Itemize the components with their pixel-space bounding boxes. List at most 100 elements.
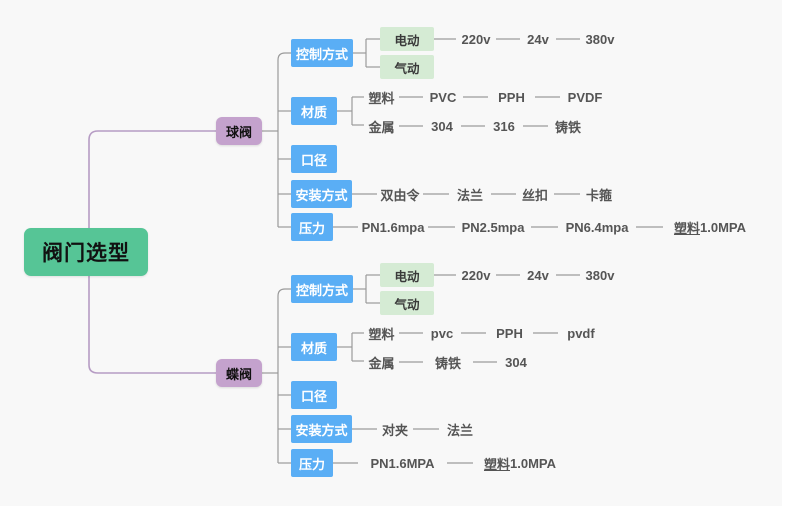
leaf-butterfly-pressure-1-label: PN1.6MPA — [370, 455, 435, 471]
group-ball-plastic[interactable]: 塑料 — [364, 88, 399, 106]
leaf-ball-pvc-label: PVC — [429, 89, 457, 105]
leaf-butterfly-24v[interactable]: 24v — [520, 266, 556, 284]
category-butterfly-control[interactable]: 控制方式 — [291, 275, 353, 303]
group-butterfly-metal-label: 金属 — [368, 355, 395, 371]
branch-node-ball-valve-label: 球阀 — [226, 124, 253, 140]
category-butterfly-material[interactable]: 材质 — [291, 333, 337, 361]
leaf-butterfly-pvdf[interactable]: pvdf — [558, 324, 604, 342]
leaf-ball-cast-iron[interactable]: 铸铁 — [548, 117, 588, 135]
leaf-butterfly-pressure-2-prefix: 塑料 — [483, 456, 510, 472]
leaf-butterfly-pressure-1[interactable]: PN1.6MPA — [358, 454, 447, 472]
leaf-ball-304[interactable]: 304 — [423, 117, 461, 135]
root-node-label: 阀门选型 — [42, 242, 130, 265]
leaf-ball-pressure-2[interactable]: PN2.5mpa — [455, 218, 531, 236]
leaf-butterfly-304-label: 304 — [505, 354, 527, 370]
leaf-ball-304-label: 304 — [431, 118, 453, 134]
leaf-ball-pressure-4-suffix: 1.0MPA — [700, 219, 746, 235]
category-butterfly-diameter[interactable]: 口径 — [291, 381, 337, 409]
leaf-ball-220v-label: 220v — [461, 31, 491, 47]
group-ball-metal-label: 金属 — [368, 119, 395, 135]
leaf-butterfly-pvc[interactable]: pvc — [423, 324, 461, 342]
leaf-butterfly-install-2-label: 法兰 — [446, 422, 473, 438]
chip-ball-electric-label: 电动 — [394, 33, 420, 48]
leaf-butterfly-pvc-label: pvc — [430, 325, 454, 341]
leaf-butterfly-304[interactable]: 304 — [497, 353, 535, 371]
leaf-butterfly-cast-iron[interactable]: 铸铁 — [423, 353, 473, 371]
leaf-ball-pvdf-label: PVDF — [567, 89, 603, 105]
leaf-ball-install-1-label: 双由令 — [380, 187, 420, 203]
leaf-ball-install-2[interactable]: 法兰 — [449, 185, 491, 203]
chip-butterfly-pneumatic[interactable]: 气动 — [380, 291, 434, 315]
leaf-ball-cast-iron-label: 铸铁 — [554, 119, 581, 135]
category-butterfly-pressure-label: 压力 — [299, 456, 326, 472]
chip-ball-pneumatic[interactable]: 气动 — [380, 55, 434, 79]
root-node[interactable]: 阀门选型 — [24, 228, 148, 276]
leaf-ball-316[interactable]: 316 — [485, 117, 523, 135]
leaf-ball-pph[interactable]: PPH — [488, 88, 535, 106]
branch-node-butterfly-valve[interactable]: 蝶阀 — [216, 359, 262, 387]
canvas-right-margin — [782, 0, 790, 506]
leaf-ball-install-2-label: 法兰 — [456, 187, 483, 203]
leaf-ball-install-3-label: 丝扣 — [521, 187, 548, 203]
category-ball-control-label: 控制方式 — [296, 46, 349, 62]
chip-butterfly-pneumatic-label: 气动 — [394, 297, 420, 312]
leaf-ball-pressure-1[interactable]: PN1.6mpa — [358, 218, 428, 236]
leaf-butterfly-220v-label: 220v — [461, 267, 491, 283]
leaf-butterfly-24v-label: 24v — [527, 267, 549, 283]
leaf-ball-install-4[interactable]: 卡箍 — [580, 185, 618, 203]
leaf-butterfly-380v-label: 380v — [585, 267, 615, 283]
category-ball-diameter[interactable]: 口径 — [291, 145, 337, 173]
category-ball-pressure-label: 压力 — [299, 220, 326, 236]
leaf-ball-pressure-1-label: PN1.6mpa — [361, 219, 425, 235]
group-ball-plastic-label: 塑料 — [368, 90, 395, 106]
group-ball-metal[interactable]: 金属 — [364, 117, 399, 135]
category-butterfly-install-label: 安装方式 — [295, 422, 348, 438]
leaf-butterfly-380v[interactable]: 380v — [580, 266, 620, 284]
leaf-ball-pressure-2-label: PN2.5mpa — [461, 219, 525, 235]
leaf-ball-316-label: 316 — [493, 118, 515, 134]
category-butterfly-control-label: 控制方式 — [296, 282, 349, 298]
leaf-ball-pph-label: PPH — [498, 89, 525, 105]
leaf-ball-380v-label: 380v — [585, 31, 615, 47]
category-ball-diameter-label: 口径 — [300, 152, 327, 168]
leaf-butterfly-install-2[interactable]: 法兰 — [439, 420, 481, 438]
category-ball-pressure[interactable]: 压力 — [291, 213, 333, 241]
leaf-ball-install-4-label: 卡箍 — [585, 187, 612, 203]
category-ball-control[interactable]: 控制方式 — [291, 39, 353, 67]
leaf-butterfly-pph-label: PPH — [496, 325, 523, 341]
leaf-ball-24v[interactable]: 24v — [520, 30, 556, 48]
chip-butterfly-electric-label: 电动 — [394, 269, 420, 284]
leaf-butterfly-220v[interactable]: 220v — [456, 266, 496, 284]
group-butterfly-plastic-label: 塑料 — [368, 326, 395, 342]
leaf-butterfly-pph[interactable]: PPH — [486, 324, 533, 342]
leaf-butterfly-cast-iron-label: 铸铁 — [434, 355, 461, 371]
chip-butterfly-electric[interactable]: 电动 — [380, 263, 434, 287]
branch-node-ball-valve[interactable]: 球阀 — [216, 117, 262, 145]
group-butterfly-plastic[interactable]: 塑料 — [364, 324, 399, 342]
leaf-ball-pressure-3-label: PN6.4mpa — [565, 219, 629, 235]
leaf-butterfly-install-1[interactable]: 对夹 — [377, 420, 413, 438]
category-butterfly-diameter-label: 口径 — [300, 388, 327, 404]
leaf-ball-220v[interactable]: 220v — [456, 30, 496, 48]
leaf-ball-24v-label: 24v — [527, 31, 549, 47]
leaf-ball-pressure-3[interactable]: PN6.4mpa — [558, 218, 636, 236]
chip-ball-pneumatic-label: 气动 — [394, 61, 420, 76]
category-butterfly-material-label: 材质 — [300, 340, 327, 356]
category-ball-material-label: 材质 — [300, 104, 327, 120]
leaf-ball-install-1[interactable]: 双由令 — [377, 185, 423, 203]
leaf-ball-pvc[interactable]: PVC — [423, 88, 463, 106]
leaf-ball-pvdf[interactable]: PVDF — [560, 88, 610, 106]
leaf-butterfly-pressure-2-suffix: 1.0MPA — [510, 455, 556, 471]
category-ball-material[interactable]: 材质 — [291, 97, 337, 125]
category-ball-install[interactable]: 安装方式 — [291, 180, 352, 208]
category-butterfly-install[interactable]: 安装方式 — [291, 415, 352, 443]
leaf-ball-pressure-4-prefix: 塑料 — [673, 220, 700, 236]
leaf-ball-install-3[interactable]: 丝扣 — [516, 185, 554, 203]
leaf-ball-380v[interactable]: 380v — [580, 30, 620, 48]
category-butterfly-pressure[interactable]: 压力 — [291, 449, 333, 477]
group-butterfly-metal[interactable]: 金属 — [364, 353, 399, 371]
chip-ball-electric[interactable]: 电动 — [380, 27, 434, 51]
